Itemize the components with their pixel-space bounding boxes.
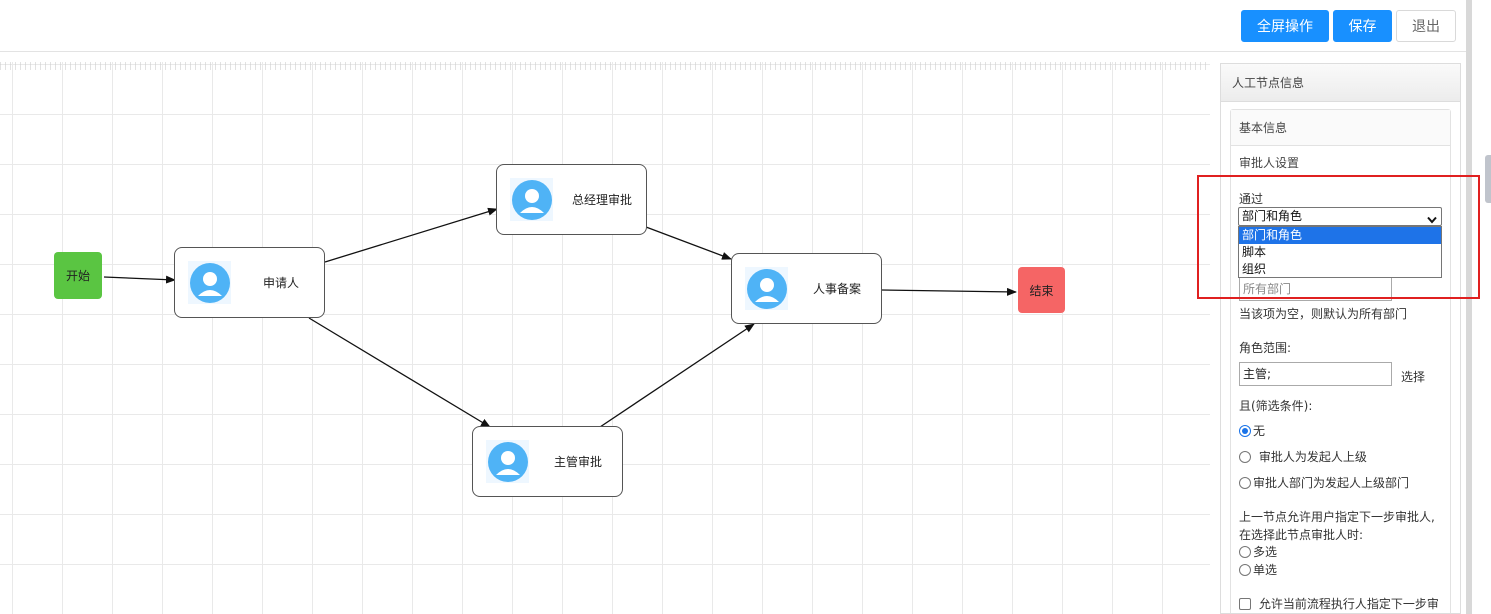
filter-option-superior[interactable]: 审批人为发起人上级 [1239, 448, 1367, 465]
user-avatar-icon [188, 261, 231, 304]
user-avatar-icon [745, 267, 788, 310]
role-range-input[interactable]: 主管; [1239, 362, 1392, 386]
radio-icon [1239, 545, 1251, 558]
panel-title: 人工节点信息 [1221, 64, 1460, 102]
scrollbar-track [1466, 0, 1472, 614]
chevron-down-icon [1427, 212, 1437, 229]
assign-note-line1: 上一节点允许用户指定下一步审批人, [1239, 510, 1435, 524]
radio-icon [1239, 563, 1251, 576]
node-applicant-label: 申请人 [263, 276, 300, 290]
filter-option-superior-dept[interactable]: 审批人部门为发起人上级部门 [1239, 474, 1409, 491]
assign-option-single-label: 单选 [1253, 563, 1278, 577]
through-label: 通过 [1239, 192, 1264, 206]
role-range-label: 角色范围: [1239, 341, 1292, 355]
start-node[interactable]: 开始 [54, 252, 102, 299]
through-select-value: 部门和角色 [1242, 209, 1303, 223]
node-applicant[interactable]: 申请人 [174, 247, 325, 318]
panel-accordion: 基本信息 审批人设置 通过 所有部门 当该项为空，则默认为所有部门 角色范围: … [1230, 109, 1451, 613]
checkbox-icon [1239, 597, 1251, 610]
vertical-scrollbar[interactable] [1466, 0, 1491, 614]
fullscreen-button[interactable]: 全屏操作 [1241, 10, 1329, 42]
user-avatar-icon [486, 440, 529, 483]
radio-checked-icon [1239, 424, 1251, 437]
allow-assign-checkbox[interactable]: 允许当前流程执行人指定下一步审 [1239, 595, 1439, 612]
assign-option-multi-label: 多选 [1253, 545, 1278, 559]
node-supervisor-approve[interactable]: 主管审批 [472, 426, 623, 497]
role-select-link[interactable]: 选择 [1401, 370, 1426, 384]
node-supervisor-approve-label: 主管审批 [554, 455, 603, 469]
filter-option-superior-label: 审批人为发起人上级 [1258, 450, 1367, 464]
panel-collapse-handle[interactable] [1485, 155, 1491, 203]
radio-icon [1239, 450, 1251, 463]
radio-icon [1239, 476, 1251, 489]
dropdown-option-dept-role[interactable]: 部门和角色 [1239, 227, 1441, 244]
assign-option-single[interactable]: 单选 [1239, 561, 1277, 578]
filter-condition-label: 且(筛选条件): [1239, 399, 1313, 413]
through-dropdown-list: 部门和角色 脚本 组织 [1238, 226, 1442, 278]
node-gm-approve[interactable]: 总经理审批 [496, 164, 647, 235]
exit-button[interactable]: 退出 [1396, 10, 1456, 42]
canvas-ruler [0, 62, 1210, 70]
start-node-label: 开始 [65, 269, 90, 283]
top-toolbar: 全屏操作 保存 退出 [0, 0, 1466, 52]
department-input[interactable]: 所有部门 [1239, 277, 1392, 301]
user-avatar-icon [510, 178, 553, 221]
filter-option-none[interactable]: 无 [1239, 422, 1265, 439]
flow-canvas[interactable] [0, 62, 1210, 614]
assign-note-line2: 在选择此节点审批人时: [1239, 528, 1364, 542]
assign-option-multi[interactable]: 多选 [1239, 543, 1277, 560]
node-hr-record[interactable]: 人事备案 [731, 253, 882, 324]
node-hr-record-label: 人事备案 [813, 282, 862, 296]
through-select[interactable]: 部门和角色 [1238, 207, 1442, 226]
end-node[interactable]: 结束 [1018, 267, 1065, 313]
department-hint: 当该项为空，则默认为所有部门 [1239, 307, 1408, 321]
dropdown-option-org[interactable]: 组织 [1242, 262, 1267, 276]
node-properties-panel: 人工节点信息 基本信息 审批人设置 通过 所有部门 当该项为空，则默认为所有部门… [1220, 63, 1461, 614]
filter-option-none-label: 无 [1253, 424, 1266, 438]
section-approver-settings[interactable]: 审批人设置 [1239, 156, 1300, 170]
filter-option-superior-dept-label: 审批人部门为发起人上级部门 [1253, 476, 1410, 490]
section-basic-info[interactable]: 基本信息 [1231, 110, 1450, 146]
save-button[interactable]: 保存 [1333, 10, 1392, 42]
node-gm-approve-label: 总经理审批 [572, 193, 633, 207]
allow-assign-label: 允许当前流程执行人指定下一步审 [1258, 597, 1439, 611]
dropdown-option-script[interactable]: 脚本 [1242, 245, 1267, 259]
end-node-label: 结束 [1029, 283, 1054, 298]
